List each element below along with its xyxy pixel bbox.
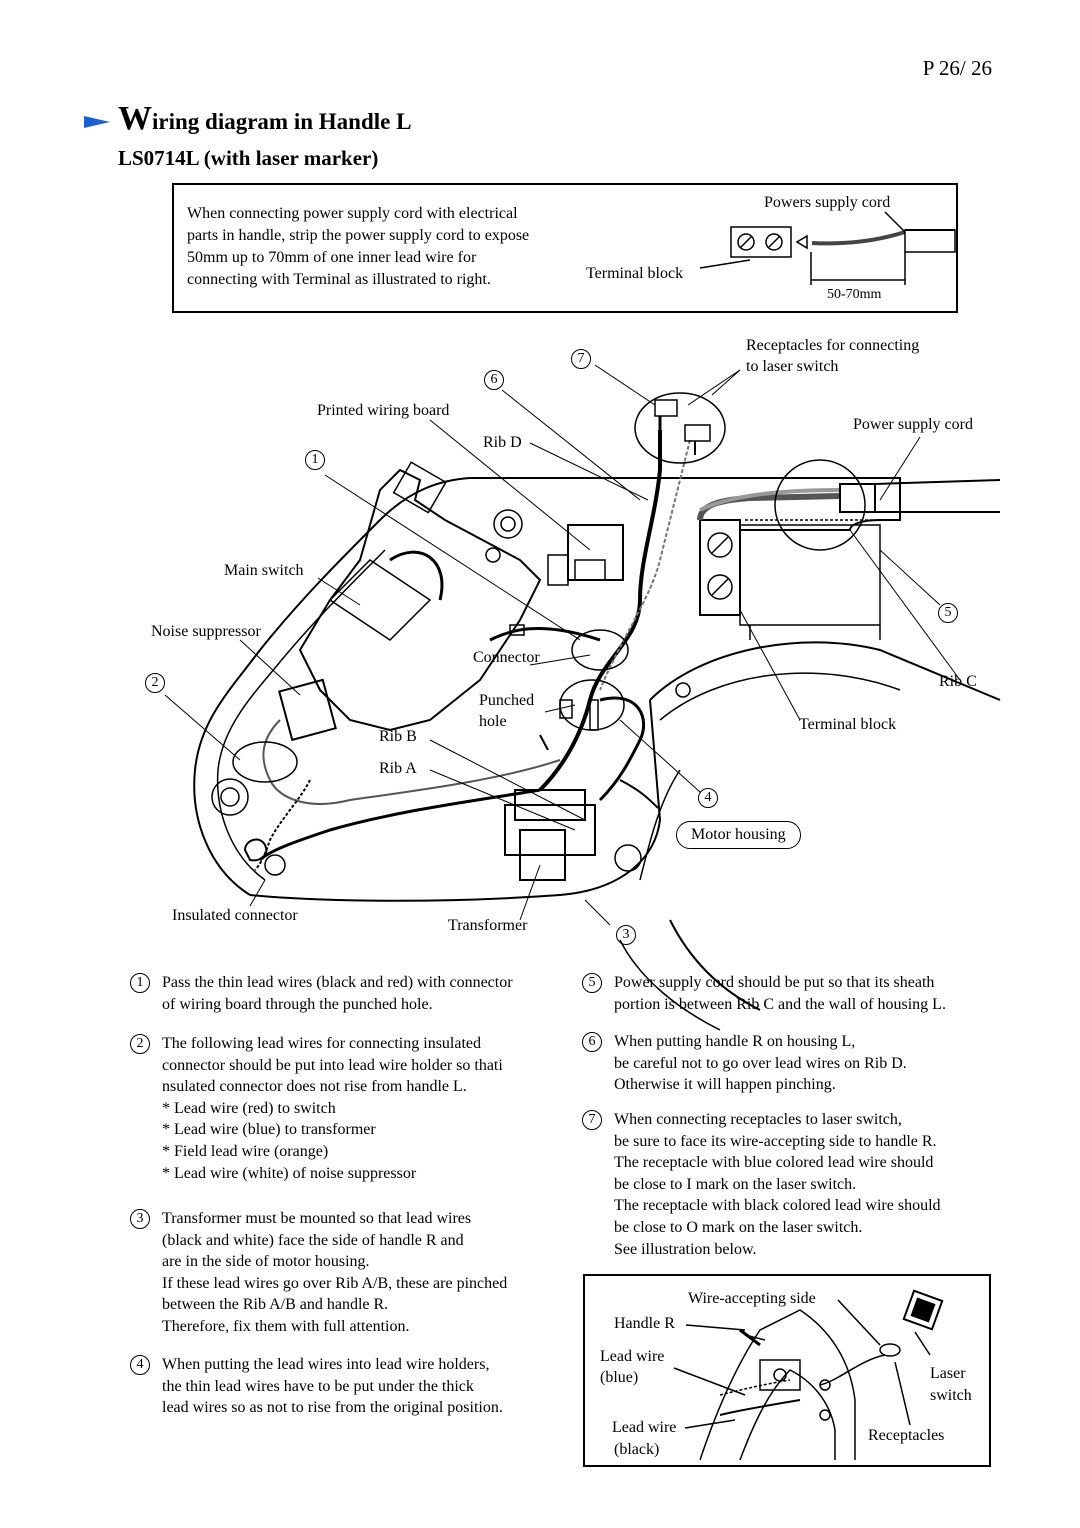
note-bullet: * Field lead wire (orange)	[162, 1142, 329, 1160]
inset-label-handle-r: Handle R	[614, 1315, 675, 1332]
inset-label-lead-wire-black-2: (black)	[614, 1441, 660, 1458]
label-connector: Connector	[473, 649, 540, 666]
note-line: parts in handle, strip the power supply …	[187, 227, 530, 244]
note-line: Pass the thin lead wires (black and red)…	[162, 974, 513, 991]
leader-lines	[164, 364, 961, 926]
handle-housing-outline	[193, 392, 1001, 1031]
note-line: If these lead wires go over Rib A/B, the…	[162, 1274, 508, 1292]
callout-2: 2	[145, 673, 165, 693]
note-line: Power supply cord should be put so that …	[614, 974, 935, 991]
page-number: P 26/ 26	[922, 56, 992, 80]
note-line: connecting with Terminal as illustrated …	[187, 271, 491, 288]
note-line: connector should be put into lead wire h…	[162, 1056, 503, 1074]
note-number-4: 4	[130, 1355, 150, 1375]
note-3: 3 Transformer must be mounted so that le…	[130, 1208, 572, 1338]
note-line: Therefore, fix them with full attention.	[162, 1317, 410, 1335]
note-bullet: * Lead wire (red) to switch	[162, 1099, 336, 1117]
label-insulated-connector: Insulated connector	[172, 907, 298, 924]
label-terminal-block: Terminal block	[799, 716, 897, 733]
label-main-switch: Main switch	[224, 562, 304, 579]
label-noise-suppressor: Noise suppressor	[151, 623, 261, 640]
note-line: be careful not to go over lead wires on …	[614, 1054, 907, 1072]
note-2: 2 The following lead wires for connectin…	[130, 1033, 572, 1184]
inset-label-lead-wire-blue-1: Lead wire	[600, 1348, 665, 1365]
note-line: The following lead wires for connecting …	[162, 1035, 482, 1052]
callout-3: 3	[616, 925, 636, 945]
label-receptacles-1: Receptacles for connecting	[746, 337, 920, 354]
laser-switch-inset-illustration	[673, 1289, 944, 1461]
label-punched-2: hole	[479, 713, 507, 730]
label-printed-wiring-board: Printed wiring board	[317, 402, 450, 419]
note-number-6: 6	[582, 1032, 602, 1052]
note-bullet: * Lead wire (blue) to transformer	[162, 1121, 376, 1139]
note-line: be sure to face its wire-accepting side …	[614, 1132, 937, 1150]
callout-5: 5	[938, 603, 958, 623]
note-7: 7 When connecting receptacles to laser s…	[582, 1109, 1034, 1260]
terminal-block-small-illustration	[699, 211, 956, 285]
callout-6: 6	[484, 370, 504, 390]
label-receptacles-2: to laser switch	[746, 358, 839, 375]
label-powers-supply-cord: Powers supply cord	[764, 194, 891, 211]
note-number-7: 7	[582, 1110, 602, 1130]
page-title: W iring diagram in Handle L	[84, 100, 411, 138]
callout-7: 7	[571, 349, 591, 369]
note-line: between the Rib A/B and handle R.	[162, 1296, 389, 1314]
note-line: 50mm up to 70mm of one inner lead wire f…	[187, 249, 477, 266]
note-number-1: 1	[130, 973, 150, 993]
label-rib-b: Rib B	[379, 728, 417, 745]
label-transformer: Transformer	[448, 917, 528, 934]
note-4: 4 When putting the lead wires into lead …	[130, 1354, 572, 1419]
note-line: be close to O mark on the laser switch.	[614, 1218, 863, 1236]
note-line: When connecting receptacles to laser swi…	[614, 1111, 902, 1128]
note-line: be close to I mark on the laser switch.	[614, 1175, 857, 1193]
label-strip-length: 50-70mm	[827, 287, 882, 302]
note-line: portion is between Rib C and the wall of…	[614, 995, 946, 1013]
note-number-3: 3	[130, 1209, 150, 1229]
inset-label-laser-1: Laser	[930, 1365, 966, 1382]
label-terminal-block-top: Terminal block	[586, 265, 684, 282]
title-initial: W	[118, 100, 152, 137]
note-1: 1 Pass the thin lead wires (black and re…	[130, 972, 572, 1015]
laser-switch-inset-box	[583, 1274, 991, 1467]
callout-4: 4	[698, 788, 718, 808]
note-line: the thin lead wires have to be put under…	[162, 1377, 474, 1395]
inset-label-wire-accepting-side: Wire-accepting side	[688, 1290, 816, 1307]
note-line: See illustration below.	[614, 1240, 757, 1258]
label-motor-housing: Motor housing	[676, 821, 801, 849]
note-5: 5 Power supply cord should be put so tha…	[582, 972, 1034, 1015]
inset-label-receptacles: Receptacles	[868, 1427, 945, 1444]
inset-label-laser-2: switch	[930, 1387, 972, 1404]
note-6: 6 When putting handle R on housing L, be…	[582, 1031, 1034, 1096]
note-line: are in the side of motor housing.	[162, 1253, 370, 1271]
right-triangle-arrow-icon	[84, 115, 110, 129]
subtitle: LS0714L (with laser marker)	[118, 146, 379, 170]
label-power-supply-cord: Power supply cord	[853, 416, 973, 433]
note-line: The receptacle with black colored lead w…	[614, 1197, 941, 1215]
note-line: When putting handle R on housing L,	[614, 1033, 856, 1050]
note-bullet: * Lead wire (white) of noise suppressor	[162, 1164, 417, 1182]
note-line: When connecting power supply cord with e…	[187, 205, 518, 222]
note-line: of wiring board through the punched hole…	[162, 995, 433, 1013]
label-rib-a: Rib A	[379, 760, 417, 777]
cord-stripping-note-box	[172, 183, 958, 313]
label-rib-d: Rib D	[483, 434, 522, 451]
note-line: (black and white) face the side of handl…	[162, 1231, 464, 1249]
label-rib-c: Rib C	[939, 673, 977, 690]
note-line: Transformer must be mounted so that lead…	[162, 1210, 472, 1227]
note-line: The receptacle with blue colored lead wi…	[614, 1154, 934, 1172]
note-line: When putting the lead wires into lead wi…	[162, 1356, 490, 1373]
cord-stripping-note: When connecting power supply cord with e…	[187, 203, 587, 291]
title-rest: iring diagram in Handle L	[152, 109, 412, 134]
note-line: lead wires so as not to rise from the or…	[162, 1399, 503, 1417]
note-line: Otherwise it will happen pinching.	[614, 1076, 836, 1094]
inset-label-lead-wire-blue-2: (blue)	[600, 1369, 639, 1386]
note-number-5: 5	[582, 973, 602, 993]
inset-label-lead-wire-black-1: Lead wire	[612, 1419, 677, 1436]
note-line: nsulated connector does not rise from ha…	[162, 1078, 467, 1096]
callout-1: 1	[305, 450, 325, 470]
note-number-2: 2	[130, 1034, 150, 1054]
label-punched-1: Punched	[479, 692, 535, 709]
